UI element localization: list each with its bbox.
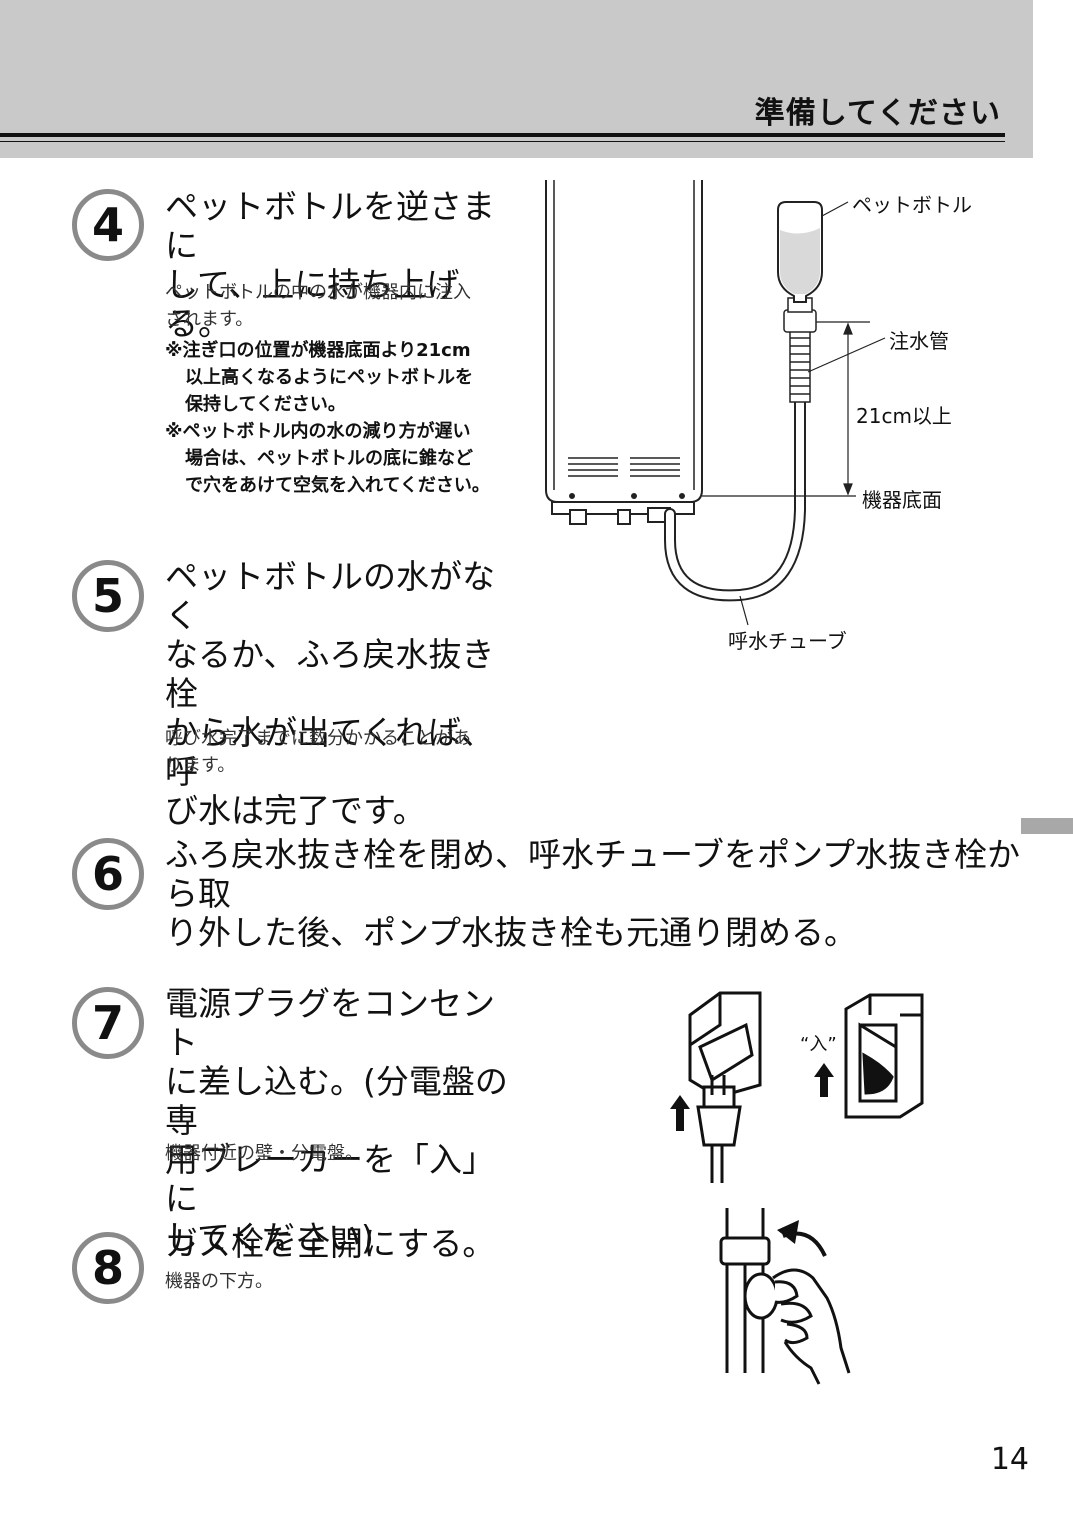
step-4-title: ペットボトルを逆さまに して、上に持ち上げる。 — [165, 187, 525, 343]
caution-line: ※注ぎ口の位置が機器底面より21cm — [165, 340, 471, 361]
step-4-number: 4 — [72, 189, 144, 261]
step-6-title-line: り外した後、ポンプ水抜き栓も元通り閉める。 — [165, 913, 858, 952]
caution-line: 場合は、ペットボトルの底に錐など — [185, 448, 473, 469]
step-4-note: ペットボトルの中の水が機器内に注入 されます。 — [165, 279, 525, 333]
step-4-note-line: されます。 — [165, 309, 254, 330]
step-4-title-line: ペットボトルを逆さまに — [165, 187, 495, 265]
step-7-note: 機器付近の壁・分電盤。 — [165, 1143, 363, 1164]
step-5-title-line: ペットボトルの水がなく — [165, 557, 495, 635]
caution-line: 以上高くなるようにペットボトルを — [185, 367, 473, 388]
step-4-caution-1: ※注ぎ口の位置が機器底面より21cm 以上高くなるようにペットボトルを 保持して… — [165, 337, 545, 418]
step-7-title: 電源プラグをコンセント に差し込む。(分電盤の専 用ブレーカーを「入」に してく… — [165, 984, 525, 1257]
step-5-note: 呼び水完了までに数分かかることがあ ります。 — [165, 725, 525, 779]
header-band — [0, 0, 1033, 158]
label-unit-bottom: 機器底面 — [862, 488, 942, 512]
page-number: 14 — [990, 1442, 1029, 1477]
step-7-number: 7 — [72, 987, 144, 1059]
breaker-on-label: “入” — [800, 1034, 837, 1055]
side-index-tab — [1021, 818, 1073, 834]
step-4-title-line: して、上に持ち上げる。 — [165, 265, 460, 343]
step-6-title: ふろ戻水抜き栓を閉め、呼水チューブをポンプ水抜き栓から取 り外した後、ポンプ水抜… — [165, 835, 1025, 952]
label-inlet-pipe: 注水管 — [889, 329, 949, 353]
step-5-title-line: から水が出てくれば、呼 — [165, 713, 495, 791]
step-8-title: ガス栓を全開にする。 — [165, 1224, 496, 1263]
step-7-title-line: 電源プラグをコンセント — [165, 984, 495, 1062]
step-5-note-line: ります。 — [165, 755, 236, 776]
step-4-note-line: ペットボトルの中の水が機器内に注入 — [165, 282, 471, 303]
step-6-title-line: ふろ戻水抜き栓を閉め、呼水チューブをポンプ水抜き栓から取 — [165, 835, 1021, 913]
outlet-plug-illustration — [670, 991, 924, 1183]
step-7-title-line: してください) — [165, 1218, 374, 1257]
label-height: 21cm以上 — [856, 404, 952, 428]
caution-line: で穴をあけて空気を入れてください。 — [185, 475, 490, 496]
priming-diagram — [545, 180, 886, 626]
gas-valve-illustration — [719, 1208, 851, 1385]
caution-line: ※ペットボトル内の水の減り方が遅い — [165, 421, 471, 442]
step-4-caution-2: ※ペットボトル内の水の減り方が遅い 場合は、ペットボトルの底に錐など で穴をあけ… — [165, 418, 545, 499]
step-5-title: ペットボトルの水がなく なるか、ふろ戻水抜き栓 から水が出てくれば、呼 び水は完… — [165, 557, 525, 830]
caution-line: 保持してください。 — [185, 394, 346, 415]
step-7-title-line: に差し込む。(分電盤の専 — [165, 1062, 508, 1140]
step-5-title-line: び水は完了です。 — [165, 791, 426, 830]
header-rule — [0, 133, 1005, 137]
step-5-note-line: 呼び水完了までに数分かかることがあ — [165, 728, 471, 749]
step-6-number: 6 — [72, 838, 144, 910]
step-7-title-line: 用ブレーカーを「入」に — [165, 1140, 495, 1218]
step-5-number: 5 — [72, 560, 144, 632]
step-5-title-line: なるか、ふろ戻水抜き栓 — [165, 635, 495, 713]
page-title: 準備してください — [754, 96, 1001, 131]
label-pet-bottle: ペットボトル — [852, 193, 972, 217]
water-heater-unit — [545, 180, 703, 525]
inlet-pipe — [783, 297, 817, 403]
label-priming-tube: 呼水チューブ — [728, 629, 847, 653]
header-rule-thin — [0, 141, 1005, 142]
step-8-note: 機器の下方。 — [165, 1271, 273, 1292]
step-8-number: 8 — [72, 1232, 144, 1304]
